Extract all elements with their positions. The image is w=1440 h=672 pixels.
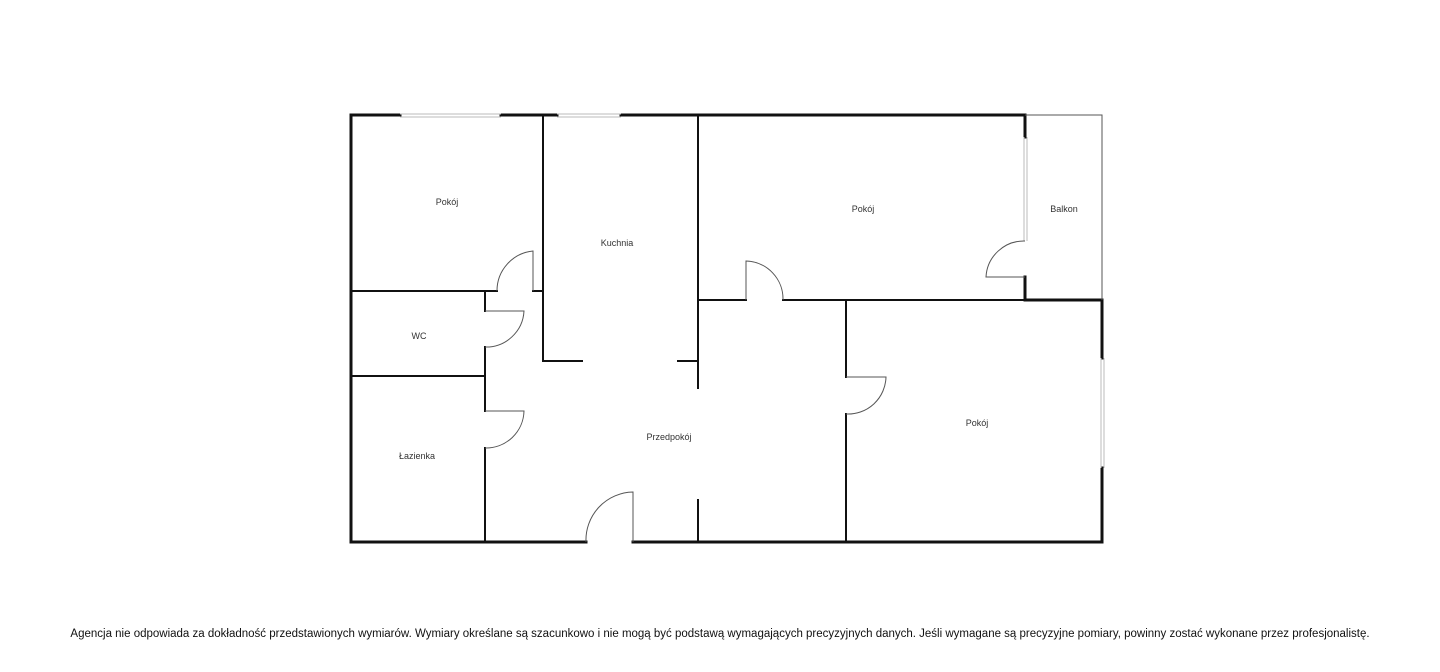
door-lazienka bbox=[484, 410, 525, 449]
room-label-pokoj: Pokój bbox=[435, 197, 459, 207]
door-pokoj-left bbox=[496, 250, 534, 292]
outer-walls bbox=[349, 113, 1104, 544]
room-label-przedpokoj: Przedpokój bbox=[646, 432, 692, 442]
room-label-pokoj: Pokój bbox=[965, 418, 989, 428]
door-pokoj-bottom-right bbox=[845, 376, 887, 415]
room-label-balkon: Balkon bbox=[1050, 204, 1078, 214]
disclaimer: Agencja nie odpowiada za dokładność prze… bbox=[70, 628, 1370, 640]
door-entrance bbox=[585, 491, 634, 543]
door-balkon bbox=[985, 240, 1026, 278]
windows bbox=[400, 113, 1105, 468]
door-wc bbox=[484, 310, 525, 348]
room-label-kuchnia: Kuchnia bbox=[600, 238, 634, 248]
room-label-wc: WC bbox=[411, 331, 427, 341]
door-pokoj-top-right bbox=[745, 260, 784, 301]
room-label-pokoj: Pokój bbox=[851, 204, 875, 214]
doors bbox=[484, 240, 1026, 543]
room-label-lazienka: Łazienka bbox=[398, 451, 436, 461]
interior-walls bbox=[350, 114, 1026, 543]
